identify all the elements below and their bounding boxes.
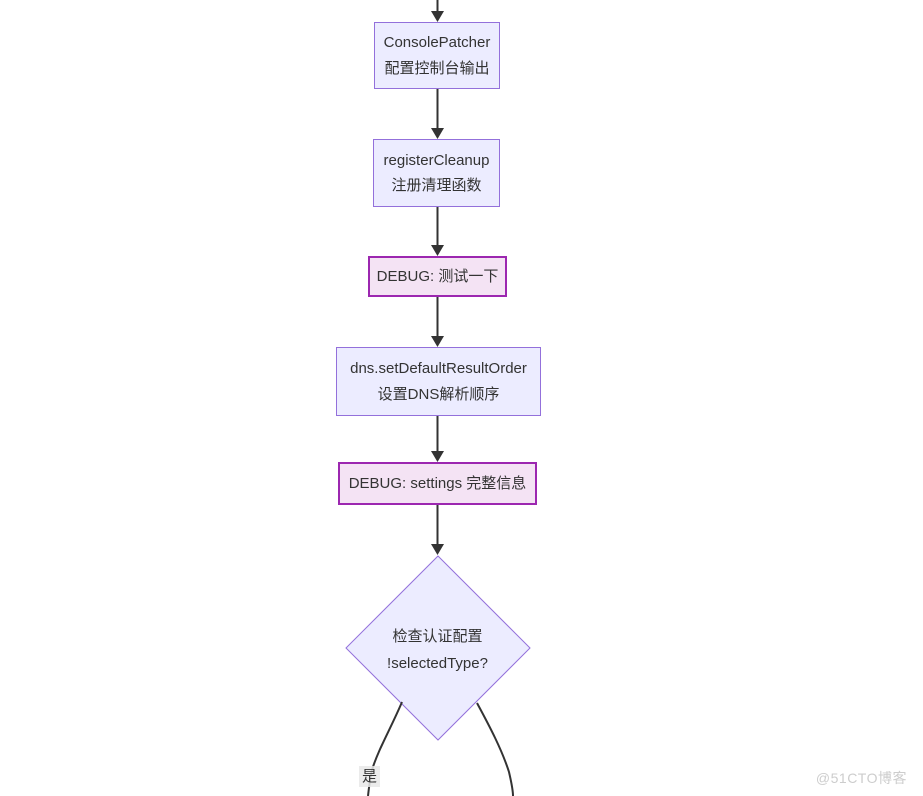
node-dns-setdefaultresultorder: dns.setDefaultResultOrder 设置DNS解析顺序: [336, 347, 541, 416]
decision-subtitle: !selectedType?: [387, 654, 488, 672]
node-label: DEBUG: 测试一下: [376, 267, 499, 285]
node-consolepatcher: ConsolePatcher 配置控制台输出: [374, 22, 500, 89]
node-subtitle: 设置DNS解析顺序: [377, 385, 500, 403]
edge-top-to-consolepatcher: [431, 0, 444, 22]
arrowhead-icon: [431, 245, 444, 256]
edge-consolepatcher-to-registercleanup: [431, 89, 444, 139]
node-subtitle: 配置控制台输出: [384, 59, 490, 77]
arrowhead-icon: [431, 11, 444, 22]
node-decision-check-auth: 检查认证配置 !selectedType?: [347, 620, 528, 676]
node-registercleanup: registerCleanup 注册清理函数: [373, 139, 500, 207]
node-title: registerCleanup: [383, 151, 490, 169]
arrowhead-icon: [431, 336, 444, 347]
arrowhead-icon: [431, 128, 444, 139]
edge-debugsettings-to-decision: [431, 505, 444, 555]
arrowhead-icon: [431, 451, 444, 462]
node-title: ConsolePatcher: [383, 34, 491, 52]
node-title: dns.setDefaultResultOrder: [350, 360, 527, 378]
edge-debugtest-to-dnsorder: [431, 297, 444, 347]
node-debug-test: DEBUG: 测试一下: [368, 256, 507, 297]
node-debug-settings: DEBUG: settings 完整信息: [338, 462, 537, 505]
decision-diamond-shape: [345, 555, 531, 741]
arrowhead-icon: [431, 544, 444, 555]
edge-dnsorder-to-debugsettings: [431, 416, 444, 462]
watermark: @51CTO博客: [815, 770, 907, 786]
edge-label-yes: 是: [359, 766, 381, 787]
node-label: DEBUG: settings 完整信息: [348, 474, 527, 492]
edge-decision-right-branch: [476, 702, 514, 796]
decision-title: 检查认证配置: [392, 627, 483, 645]
edge-registercleanup-to-debugtest: [431, 207, 444, 256]
node-subtitle: 注册清理函数: [391, 177, 482, 194]
